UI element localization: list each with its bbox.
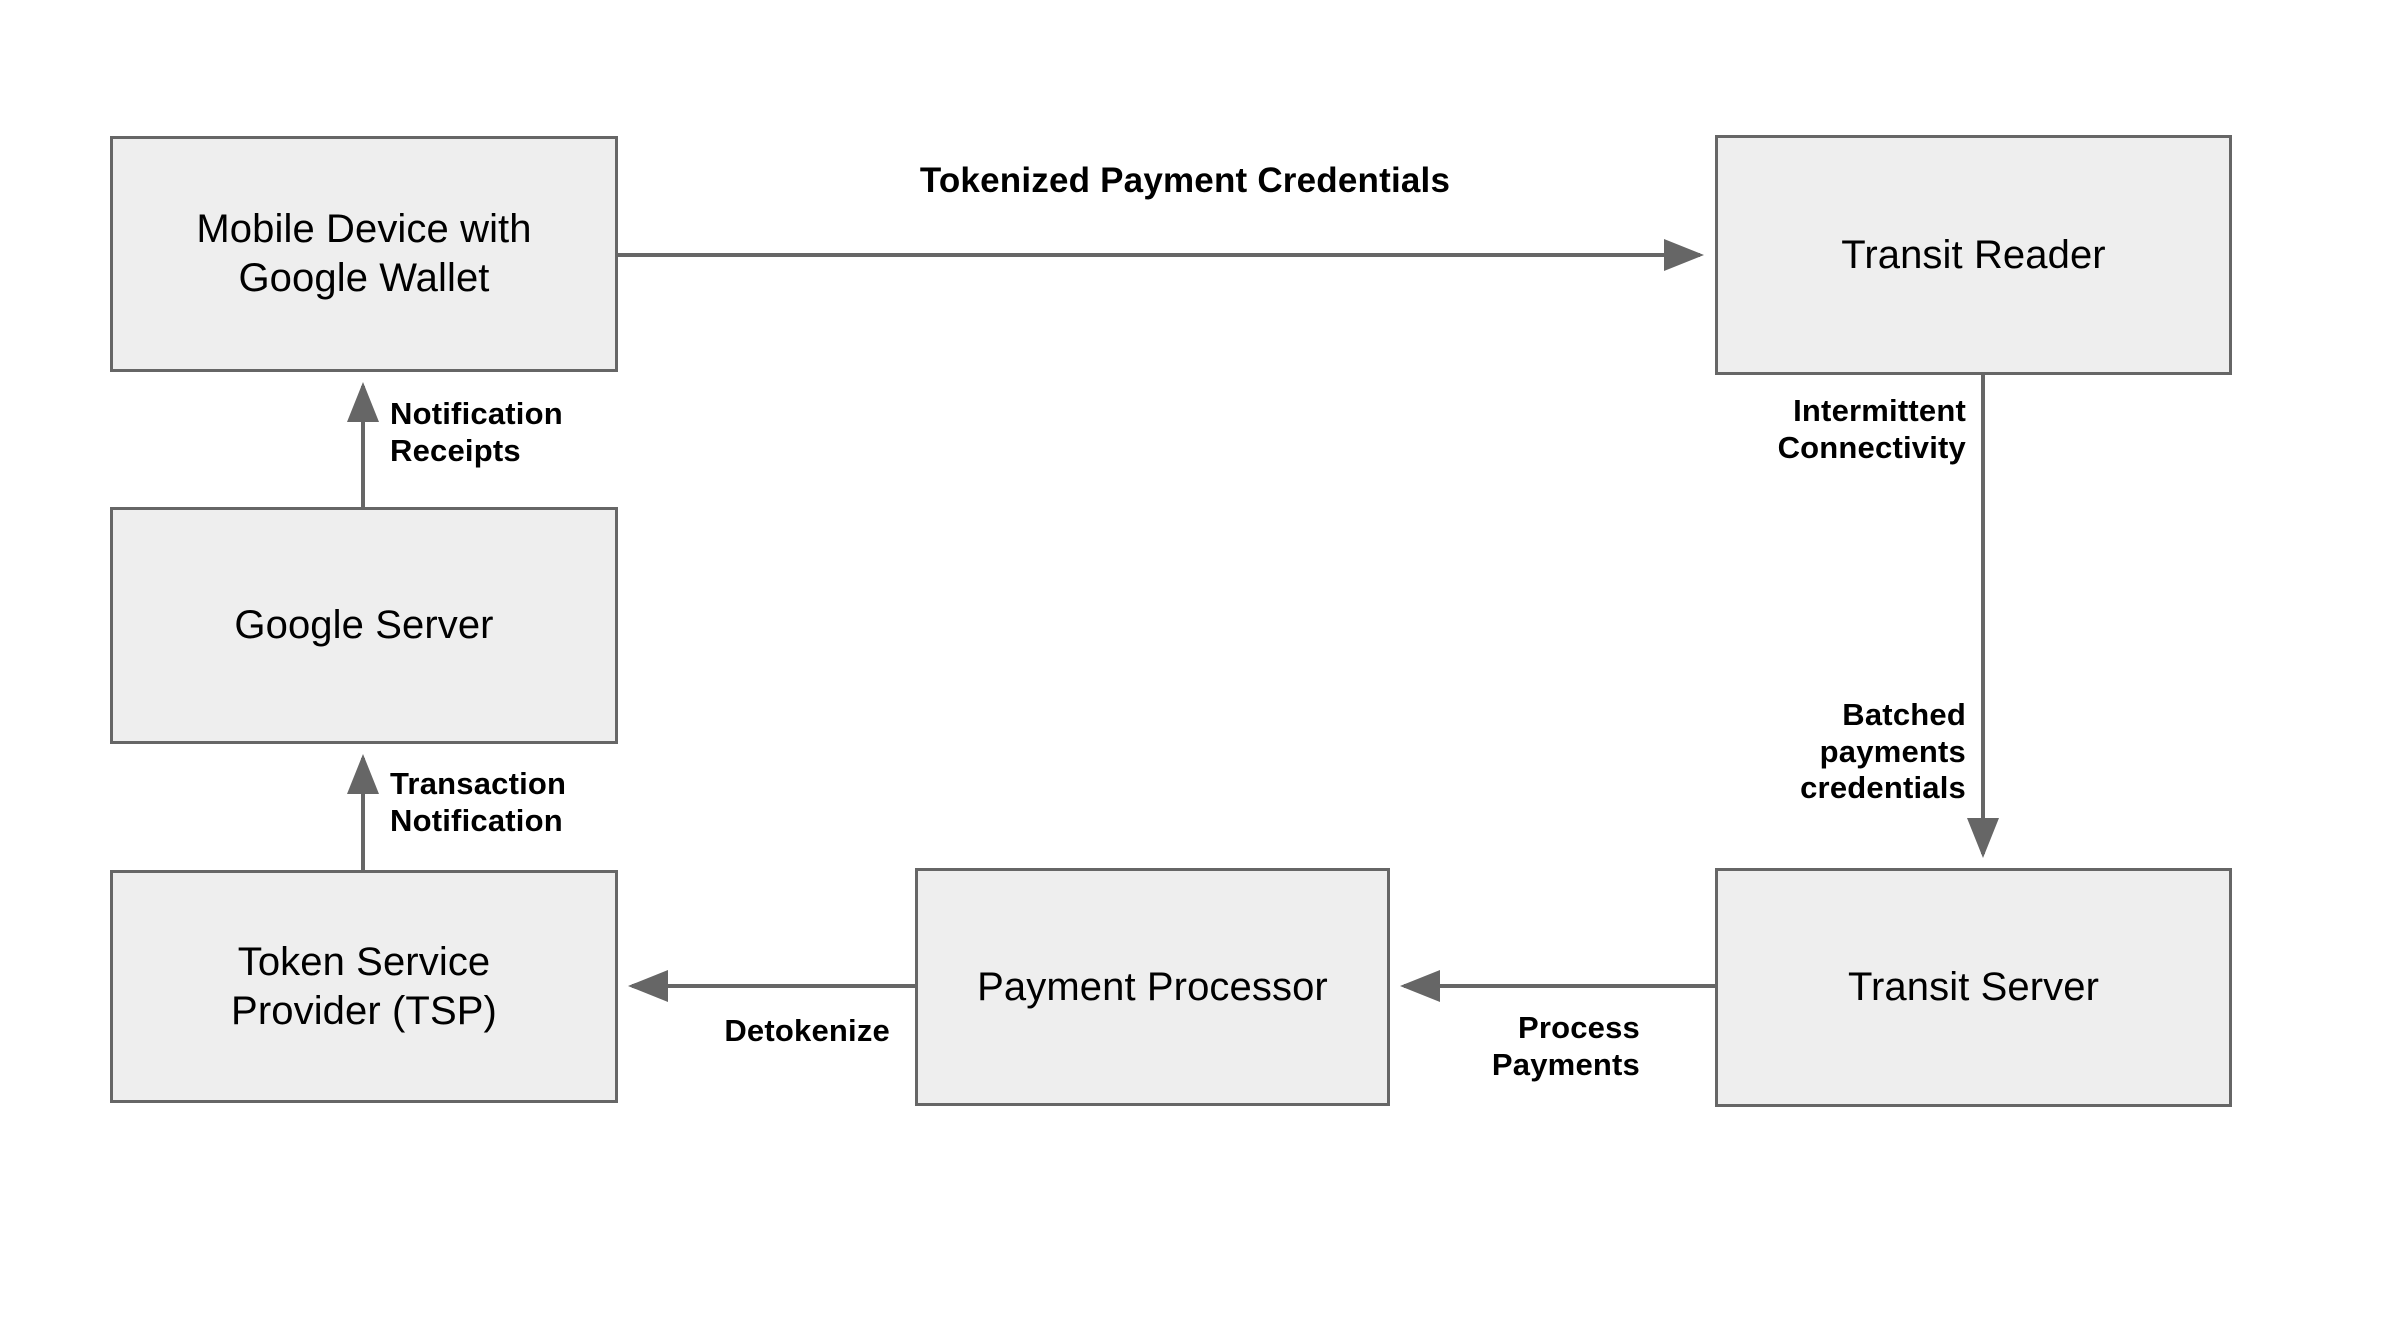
node-label-payment-processor: Payment Processor	[977, 964, 1328, 1009]
node-label-transit-server: Transit Server	[1847, 965, 2100, 1010]
node-transit-server[interactable]: Transit Server	[1715, 868, 2232, 1107]
node-payment-processor[interactable]: Payment Processor	[915, 868, 1390, 1106]
node-token-service-provider[interactable]: Token Service Provider (TSP)	[110, 870, 618, 1103]
edge-label-intermittent-connectivity: Intermittent Connectivity	[1777, 393, 1966, 465]
edge-label-batched-payments-credentials: Batched payments credentials	[1800, 697, 1966, 806]
node-label-mobile-device: Mobile Device with Google Wallet	[196, 207, 532, 300]
edge-label-tokenized-payment-credentials: Tokenized Payment Credentials	[919, 161, 1451, 200]
node-mobile-device[interactable]: Mobile Device with Google Wallet	[110, 136, 618, 372]
node-transit-reader[interactable]: Transit Reader	[1715, 135, 2232, 375]
edge-label-transaction-notification: Transaction Notification	[390, 766, 567, 838]
edge-label-process-payments: Process Payments	[1491, 1010, 1640, 1082]
node-google-server[interactable]: Google Server	[110, 507, 618, 744]
node-label-transit-reader: Transit Reader	[1841, 232, 2106, 277]
node-label-token-service-provider: Token Service Provider (TSP)	[231, 939, 497, 1033]
node-label-google-server: Google Server	[234, 603, 494, 648]
edge-label-detokenize: Detokenize	[724, 1013, 890, 1048]
edge-label-notification-receipts: Notification Receipts	[390, 396, 563, 468]
